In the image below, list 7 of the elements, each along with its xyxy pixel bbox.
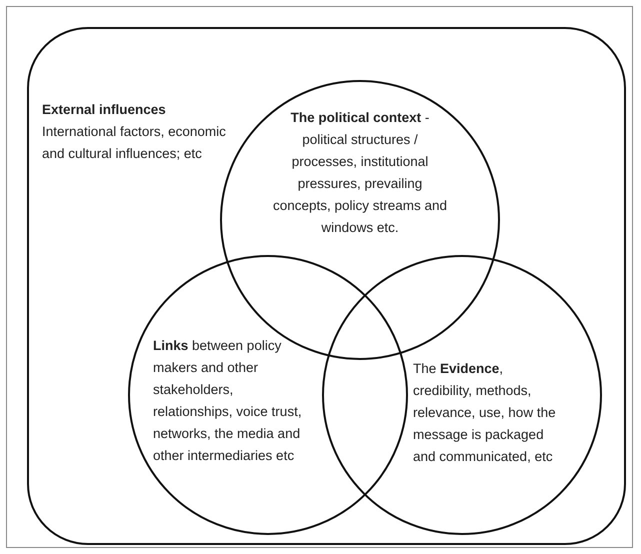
description: Links between policy makers and other stakeholders, relationships, voice trust, networks, the media and other intermediaries etc [153,337,303,465]
heading: External influences [42,101,167,119]
description: International factors, economic and cultural influences; etc [42,123,227,163]
venn-circle [322,255,602,535]
description: The Evidence, credibility, methods, relevance, use, how the message is packaged and communicated, etc [413,360,557,466]
venn-circle [128,255,408,535]
description: The political context - political structures / processes, institutional pressures, prevailing concepts, policy streams and windows etc. [272,109,448,237]
